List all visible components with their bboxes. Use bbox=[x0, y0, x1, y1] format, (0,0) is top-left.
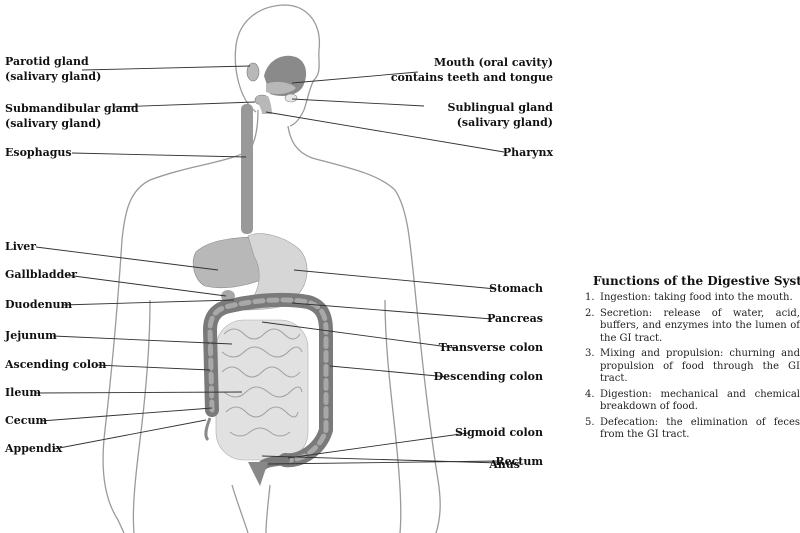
leader-jejunum bbox=[52, 335, 233, 345]
leader-appendix bbox=[53, 419, 207, 450]
function-item: 4. Digestion: mechanical and chemical br… bbox=[585, 389, 800, 414]
leader-pharynx bbox=[265, 111, 505, 153]
label-esophagus: Esophagus bbox=[5, 146, 72, 159]
function-item: 2. Secretion: release of water, acid, bu… bbox=[585, 308, 800, 346]
leader-transverse bbox=[261, 321, 457, 349]
label-pharynx: Pharynx bbox=[502, 146, 553, 159]
function-item: 1. Ingestion: taking food into the mouth… bbox=[585, 292, 800, 305]
leader-submandibular bbox=[114, 101, 256, 108]
leader-liver bbox=[35, 246, 219, 271]
label-gallbladder: Gallbladder bbox=[5, 268, 78, 281]
function-text: Digestion: mechanical and chemical break… bbox=[600, 388, 800, 413]
function-text: Secretion: release of water, acid, buffe… bbox=[600, 307, 800, 344]
label-transverse-colon: Transverse colon bbox=[438, 341, 543, 354]
appendix-shape bbox=[204, 417, 212, 442]
function-item: 5. Defecation: the elimination of feces … bbox=[585, 417, 800, 442]
function-number: 5. bbox=[585, 416, 595, 428]
label-mouth: Mouth (oral cavity)contains teeth and to… bbox=[390, 56, 553, 84]
label-ascending-colon: Ascending colon bbox=[5, 358, 107, 371]
leader-mouth bbox=[291, 71, 419, 84]
function-text: Mixing and propulsion: churning and prop… bbox=[600, 348, 800, 384]
leader-stomach bbox=[293, 269, 497, 290]
label-duodenum: Duodenum bbox=[5, 298, 73, 311]
leader-ileum bbox=[35, 391, 243, 394]
label-cecum: Cecum bbox=[5, 414, 48, 427]
leader-gallbladder bbox=[65, 274, 227, 297]
label-submandibular-gland: Submandibular gland(salivary gland) bbox=[5, 102, 139, 130]
label-ileum: Ileum bbox=[5, 386, 41, 399]
rectum-shape bbox=[248, 462, 268, 486]
function-text: Defecation: the elimination of feces fro… bbox=[600, 416, 800, 441]
leader-lines bbox=[35, 65, 505, 465]
leader-sigmoid bbox=[287, 432, 469, 459]
leader-anus bbox=[261, 455, 501, 464]
leader-parotid bbox=[81, 65, 251, 71]
label-parotid-gland: Parotid gland(salivary gland) bbox=[5, 55, 102, 83]
leader-cecum bbox=[40, 407, 213, 422]
function-number: 3. bbox=[585, 348, 595, 359]
leader-ascending bbox=[95, 364, 211, 371]
function-number: 2. bbox=[585, 307, 595, 319]
leader-esophagus bbox=[71, 152, 247, 158]
small-intestine bbox=[215, 319, 309, 461]
function-item: 3. Mixing and propulsion: churning and p… bbox=[585, 348, 800, 386]
leader-descending bbox=[329, 365, 449, 378]
esophagus-tube bbox=[241, 104, 253, 234]
label-stomach: Stomach bbox=[489, 282, 543, 295]
function-number: 4. bbox=[585, 388, 595, 400]
function-text: Ingestion: taking food into the mouth. bbox=[600, 292, 793, 303]
leader-pancreas bbox=[291, 302, 493, 320]
head-organs bbox=[246, 55, 307, 114]
label-liver: Liver bbox=[5, 240, 37, 253]
functions-title: Functions of the Digestive System bbox=[593, 274, 800, 288]
label-pancreas: Pancreas bbox=[487, 312, 543, 325]
leader-sublingual bbox=[291, 98, 425, 107]
functions-panel: Functions of the Digestive System 1. Ing… bbox=[585, 274, 800, 445]
function-number: 1. bbox=[585, 292, 595, 303]
label-rectum: Rectum bbox=[495, 455, 543, 468]
label-anus: Anus bbox=[489, 458, 520, 471]
label-descending-colon: Descending colon bbox=[433, 370, 543, 383]
label-jejunum: Jejunum bbox=[5, 329, 57, 342]
label-sublingual-gland: Sublingual gland(salivary gland) bbox=[447, 101, 554, 129]
label-appendix: Appendix bbox=[5, 442, 63, 455]
leader-duodenum bbox=[61, 299, 235, 306]
label-sigmoid-colon: Sigmoid colon bbox=[454, 426, 543, 439]
